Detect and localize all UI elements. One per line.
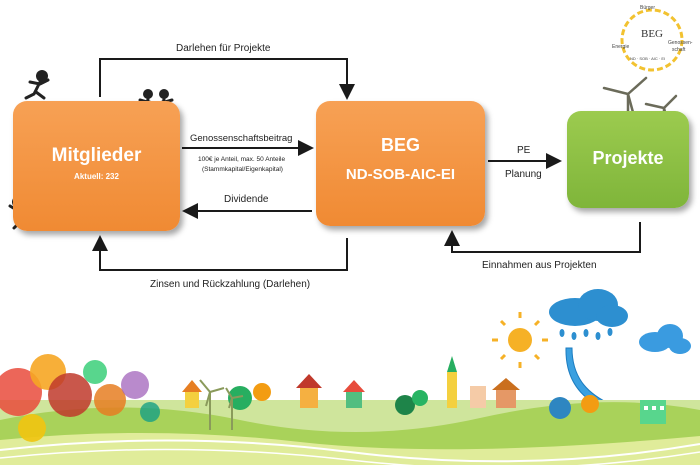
landscape-windmills	[199, 379, 244, 430]
cloud-icon	[639, 324, 691, 354]
logo-ring-word-right-2: schaft	[672, 47, 686, 53]
stick-figure-top-icon	[24, 70, 50, 100]
arrow-interest-bottom	[92, 235, 348, 271]
logo-text: BEG	[641, 28, 663, 40]
label-planning: Planung	[505, 169, 542, 180]
arrow-project-income	[444, 222, 641, 253]
village-illustration	[182, 356, 666, 424]
arrow-loans-top	[99, 58, 355, 100]
members-count: Aktuell: 232	[74, 172, 119, 181]
members-box: Mitglieder Aktuell: 232	[13, 101, 180, 231]
rain-cloud-icon	[549, 289, 628, 340]
logo-ring-word-top: Bürger	[640, 5, 656, 11]
decorative-circles	[0, 354, 160, 442]
logo-ring-word-left: Energie	[612, 44, 630, 50]
beg-box: BEG ND-SOB-AIC-EI	[316, 101, 485, 226]
projects-box: Projekte	[567, 111, 689, 208]
label-share-note-1: 100€ je Anteil, max. 50 Anteile	[198, 156, 286, 163]
logo-ring-word-bottom: ND · SOB · AIC · EI	[630, 56, 666, 61]
label-interest-bottom: Zinsen und Rückzahlung (Darlehen)	[150, 279, 311, 290]
projects-title: Projekte	[592, 148, 664, 168]
label-project-income: Einnahmen aus Projekten	[482, 260, 597, 271]
label-dividend: Dividende	[224, 194, 269, 205]
sun-icon	[492, 312, 548, 368]
label-pe: PE	[517, 145, 531, 156]
beg-logo	[620, 8, 684, 72]
members-title: Mitglieder	[51, 145, 142, 166]
label-loans-top: Darlehen für Projekte	[176, 43, 271, 54]
label-coop-fee: Genossenschaftsbeitrag	[190, 133, 293, 144]
logo-ring-word-right-1: Genossen-	[668, 40, 693, 46]
beg-subtitle: ND-SOB-AIC-EI	[345, 166, 456, 183]
label-share-note-2: (Stammkapital/Eigenkapital)	[202, 166, 283, 173]
beg-title: BEG	[380, 135, 420, 155]
